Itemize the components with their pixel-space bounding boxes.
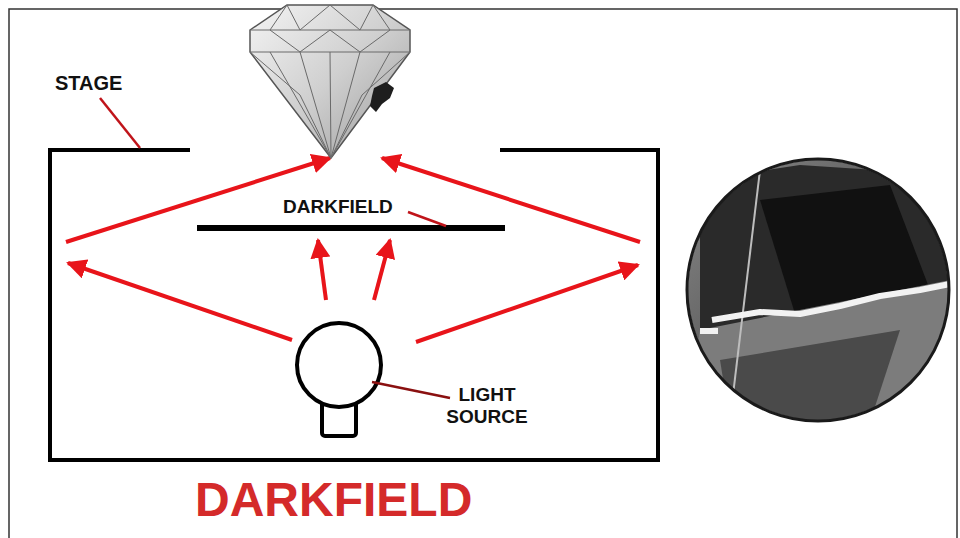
diamond-outline	[250, 5, 410, 158]
darkfield-plate	[197, 225, 505, 231]
leader-line	[372, 382, 450, 398]
leader-line	[100, 98, 140, 148]
part-label: STAGE	[55, 72, 145, 95]
diamond-facets	[250, 5, 410, 158]
fracture-line	[712, 284, 950, 320]
housing	[50, 150, 658, 460]
leader-line	[408, 212, 446, 226]
part-label: DARKFIELD	[283, 196, 413, 218]
light-rays	[66, 158, 640, 342]
part-label: LIGHT SOURCE	[432, 384, 542, 428]
diagram-title: DARKFIELD	[195, 474, 472, 527]
diamond	[250, 5, 410, 158]
light-ray	[382, 158, 640, 242]
inclusion	[370, 82, 394, 112]
magnified-view	[686, 158, 950, 422]
light-ray	[374, 240, 390, 300]
bulb	[297, 323, 381, 407]
light-ray	[416, 265, 638, 342]
light-ray	[68, 263, 292, 340]
housing-outline	[50, 150, 658, 460]
frame	[9, 9, 957, 538]
light-ray	[318, 240, 326, 300]
view-border	[687, 159, 949, 421]
